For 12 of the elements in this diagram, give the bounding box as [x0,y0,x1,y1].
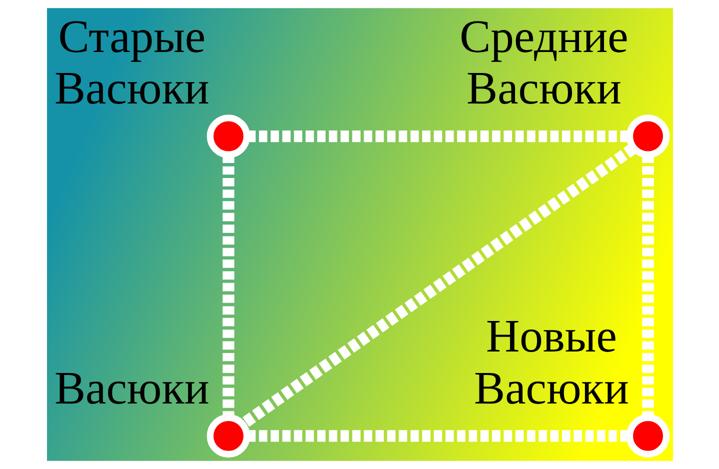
node-label: Старые Васюки [54,11,209,115]
connector [222,154,234,417]
connector [246,430,629,442]
node-label: Васюки [54,362,209,414]
connector [642,154,654,417]
node-label: Новые Васюки [474,310,628,414]
node-circle [206,114,250,158]
node-circle [626,414,670,458]
node-circle [626,114,670,158]
node-label: Средние Васюки [459,11,628,115]
connector [246,130,629,142]
node-circle [206,414,250,458]
